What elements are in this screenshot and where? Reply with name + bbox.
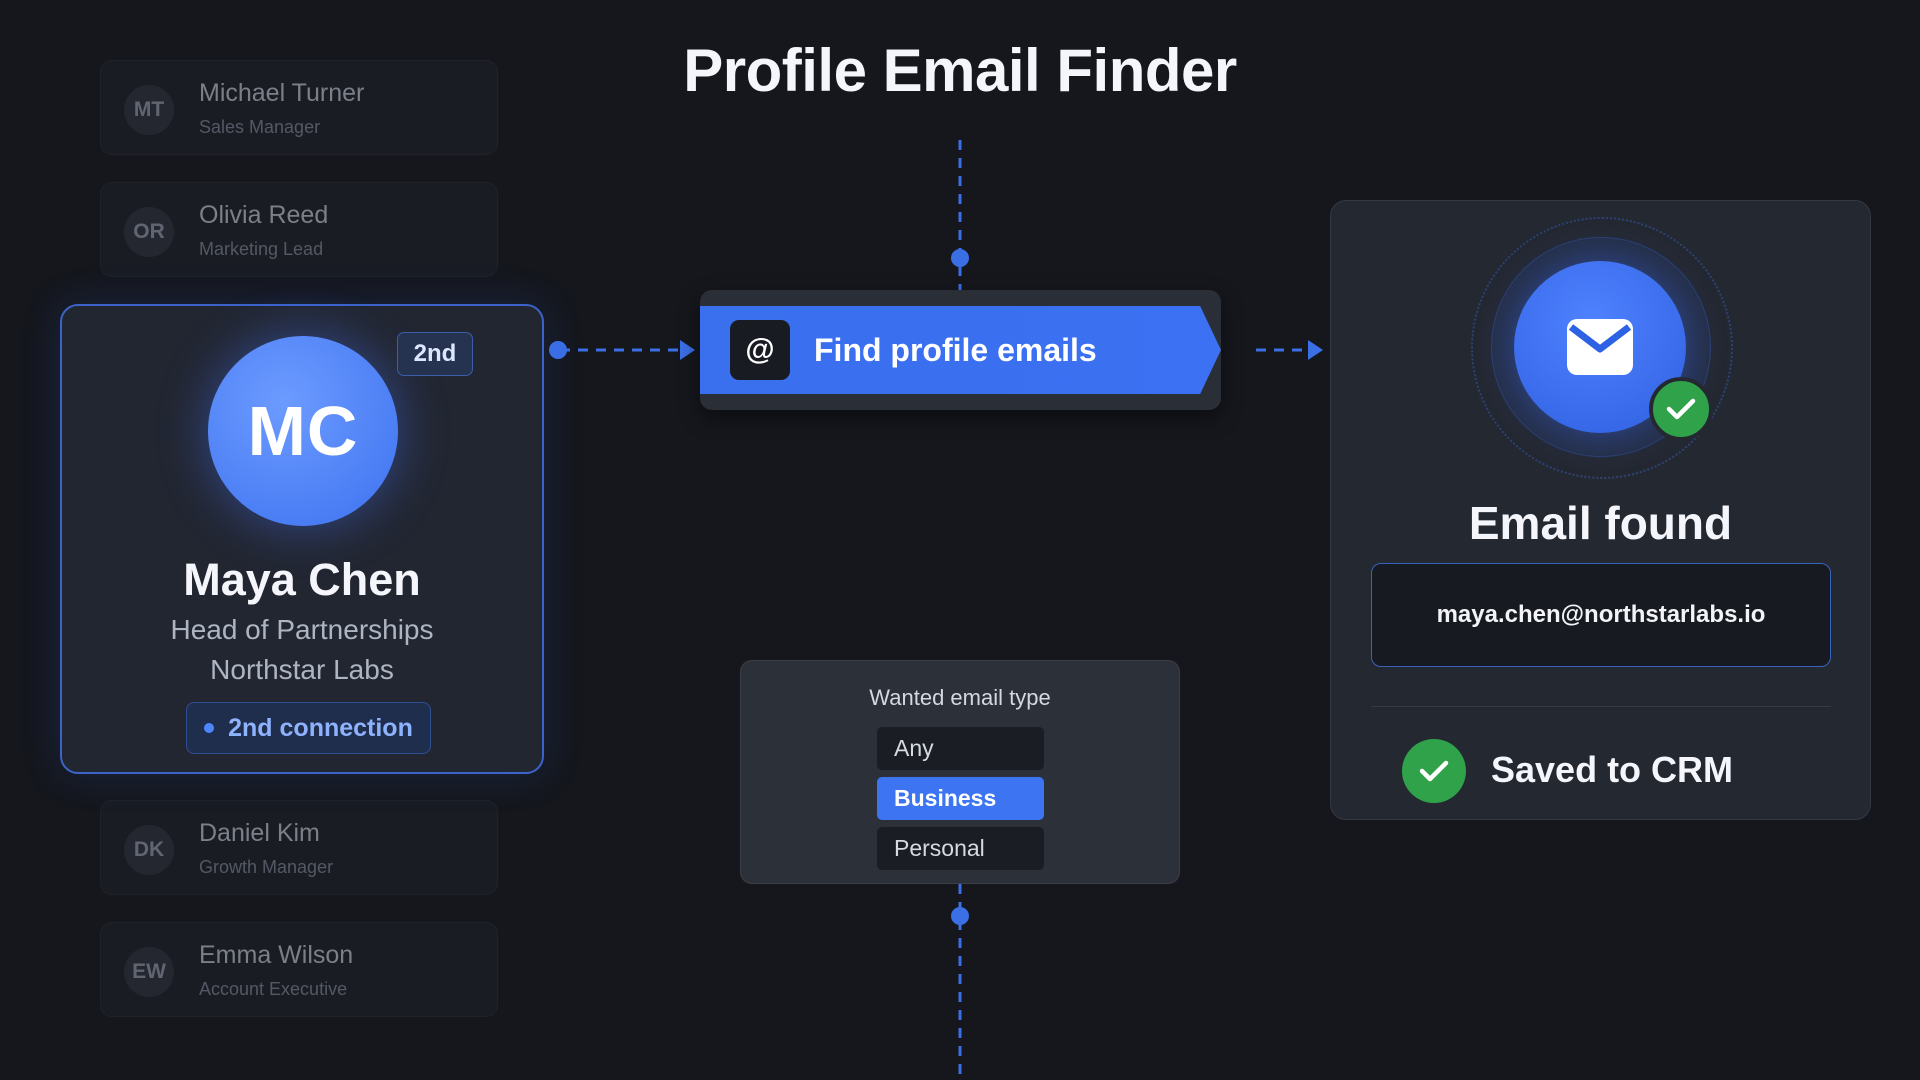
contact-card[interactable]: OR Olivia Reed Marketing Lead xyxy=(100,182,498,277)
pulse-ring xyxy=(1471,217,1733,479)
result-title: Email found xyxy=(1468,497,1733,549)
contact-role: Account Executive xyxy=(199,979,348,999)
status-dot-icon xyxy=(204,723,215,733)
divider xyxy=(1371,706,1831,707)
contact-name: Olivia Reed xyxy=(199,201,329,229)
saved-status: Saved to CRM xyxy=(1491,749,1734,790)
find-button-label: Find profile emails xyxy=(814,332,1097,368)
contact-card[interactable]: DK Daniel Kim Growth Manager xyxy=(100,800,498,895)
profile-avatar: MC xyxy=(208,336,398,526)
contact-name: Michael Turner xyxy=(199,79,365,107)
selected-profile-card[interactable]: MC 2nd Maya Chen Head of Partnerships No… xyxy=(60,304,544,774)
page-title: Profile Email Finder xyxy=(683,37,1237,104)
connection-label: 2nd connection xyxy=(228,713,413,742)
connection-badge: 2nd connection xyxy=(186,702,431,754)
email-type-option-business[interactable]: Business xyxy=(877,777,1044,820)
contact-name: Daniel Kim xyxy=(199,819,320,847)
connection-degree-badge: 2nd xyxy=(397,332,473,376)
email-type-option-personal[interactable]: Personal xyxy=(877,827,1044,870)
connector-node-bottom xyxy=(951,907,969,925)
email-type-title: Wanted email type xyxy=(869,685,1051,710)
found-email-field[interactable]: maya.chen@northstarlabs.io xyxy=(1371,563,1831,667)
contact-card[interactable]: EW Emma Wilson Account Executive xyxy=(100,922,498,1017)
email-type-option-any[interactable]: Any xyxy=(877,727,1044,770)
contact-role: Growth Manager xyxy=(199,857,334,877)
contact-role: Marketing Lead xyxy=(199,239,324,259)
arrow-right-icon xyxy=(1308,340,1323,360)
contact-role: Sales Manager xyxy=(199,117,321,137)
email-type-selector: Wanted email type Any Business Personal xyxy=(740,660,1180,884)
connector-node-top xyxy=(951,249,969,267)
profile-role: Head of Partnerships xyxy=(170,614,434,645)
profile-company: Northstar Labs xyxy=(210,654,394,685)
avatar: DK xyxy=(124,825,174,875)
contact-card[interactable]: MT Michael Turner Sales Manager xyxy=(100,60,498,155)
avatar: OR xyxy=(124,207,174,257)
at-icon: @ xyxy=(730,320,790,380)
check-icon xyxy=(1402,739,1466,803)
check-icon xyxy=(1649,377,1713,441)
profile-name: Maya Chen xyxy=(183,554,421,605)
avatar: EW xyxy=(124,947,174,997)
find-profile-emails-button[interactable]: @ Find profile emails xyxy=(700,306,1221,394)
result-panel: Email found maya.chen@northstarlabs.io S… xyxy=(1330,200,1871,820)
connector-node-left xyxy=(549,341,567,359)
avatar: MT xyxy=(124,85,174,135)
contact-name: Emma Wilson xyxy=(199,941,354,969)
arrow-right-icon xyxy=(680,340,695,360)
